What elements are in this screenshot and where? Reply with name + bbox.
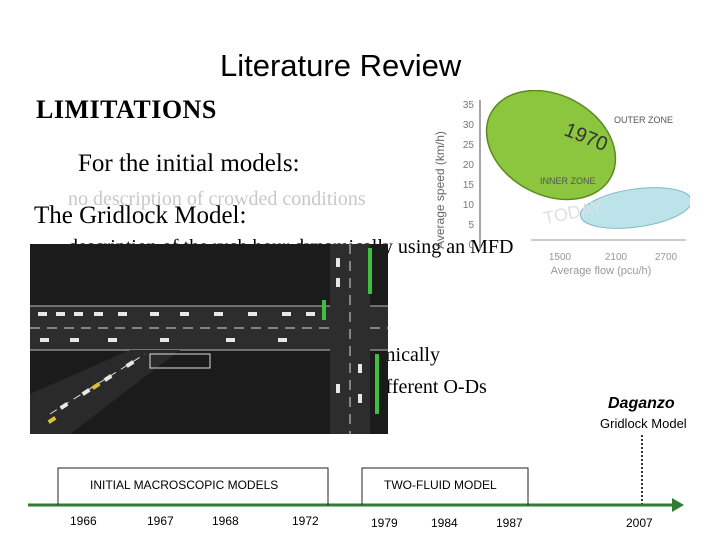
- inset-ytick: 35: [463, 100, 475, 111]
- mfd-inset-chart: Average speed (km/h) 35 30 25 20 15 10 5…: [433, 90, 690, 277]
- inset-xtick: 1500: [549, 252, 572, 263]
- inset-ytick: 25: [463, 140, 475, 151]
- today-ellipse: [579, 187, 690, 229]
- inset-xlabel: Average flow (pcu/h): [551, 265, 652, 277]
- year-label: 1972: [292, 514, 319, 528]
- inset-ytick: 0: [468, 240, 474, 251]
- inset-ytick: 20: [463, 160, 475, 171]
- 1970-ellipse: [485, 90, 617, 201]
- year-label: 2007: [626, 516, 653, 530]
- inset-ylabel: Average speed (km/h): [433, 131, 447, 249]
- limitations-heading: LIMITATIONS: [36, 95, 217, 124]
- inset-ytick: 5: [468, 220, 474, 231]
- initial-models-subheading: For the initial models:: [78, 150, 300, 177]
- year-label: 1967: [147, 514, 174, 528]
- two-fluid-label: TWO-FLUID MODEL: [384, 478, 497, 492]
- year-label: 1968: [212, 514, 239, 528]
- partial-text-1: mically: [380, 344, 440, 366]
- slide-title: Literature Review: [220, 48, 462, 83]
- year-label: 1966: [70, 514, 97, 528]
- inset-ytick: 10: [463, 200, 475, 211]
- author-model: Gridlock Model: [600, 416, 687, 431]
- year-label: 1987: [496, 516, 523, 530]
- outer-zone-label: OUTER ZONE: [614, 115, 673, 125]
- simulation-drawing: [30, 244, 388, 434]
- gridlock-heading: The Gridlock Model:: [34, 202, 247, 229]
- initial-models-label: INITIAL MACROSCOPIC MODELS: [90, 478, 279, 492]
- inset-xtick: 2100: [605, 252, 628, 263]
- timeline-arrowhead: [672, 498, 684, 512]
- partial-text-2: ifferent O-Ds: [380, 376, 487, 398]
- author-name: Daganzo: [608, 395, 675, 412]
- year-label: 1984: [431, 516, 458, 530]
- inner-zone-label: INNER ZONE: [540, 176, 596, 186]
- inset-ytick: 15: [463, 180, 475, 191]
- inset-xtick: 2700: [655, 252, 678, 263]
- faded-bullet: no description of crowded conditions: [68, 188, 366, 210]
- inset-ytick: 30: [463, 120, 475, 131]
- traffic-simulation-image: [30, 244, 388, 434]
- year-label: 1979: [371, 516, 398, 530]
